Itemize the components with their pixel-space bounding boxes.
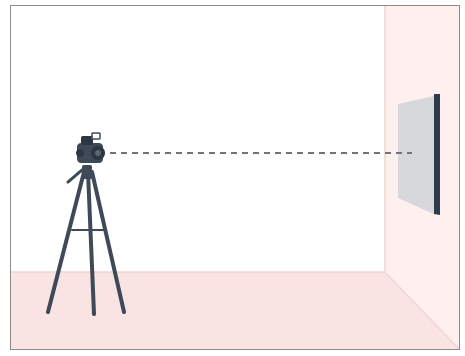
target-panel-edge xyxy=(434,94,440,215)
camera-flash xyxy=(91,132,101,140)
camera-icon xyxy=(76,132,105,163)
camera-viewfinder xyxy=(81,136,93,145)
tripod-leg-left xyxy=(46,170,86,314)
tripod-head xyxy=(82,165,92,179)
camera-grip xyxy=(76,149,84,157)
floor xyxy=(10,272,460,350)
tripod-leg-center xyxy=(86,170,96,316)
target-panel-face xyxy=(398,96,434,214)
tripod-handle xyxy=(66,168,84,184)
floor-wall-corner xyxy=(384,271,461,351)
tripod-icon xyxy=(46,165,126,316)
frame-border xyxy=(10,5,460,350)
target-panel xyxy=(398,94,440,215)
tripod-leg-right xyxy=(90,170,126,314)
camera-lens-glass xyxy=(95,150,101,156)
